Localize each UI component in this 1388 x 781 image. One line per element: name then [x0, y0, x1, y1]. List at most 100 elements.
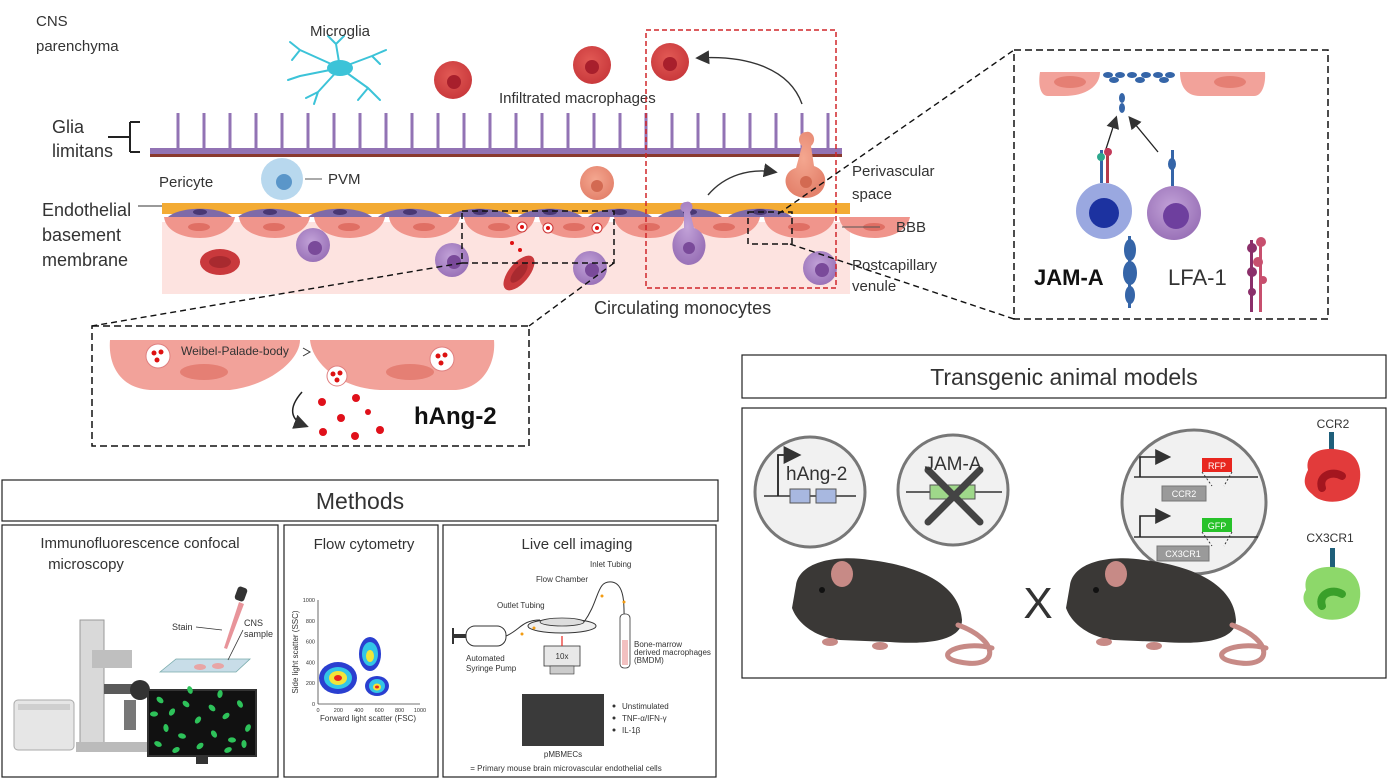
cns-label-line1: CNS: [36, 13, 68, 30]
bbb-label: BBB: [896, 219, 926, 236]
migration-arrow: [707, 163, 778, 196]
flow-y-tick: 1000: [303, 598, 315, 604]
flow-x-tick: 800: [395, 708, 404, 714]
syringe-label-line1: Automated: [466, 654, 505, 663]
macrophage-cell: [651, 43, 689, 81]
cell-population: [365, 676, 389, 696]
weibel-palade-body: [429, 346, 455, 372]
blood-vessel: [162, 203, 910, 294]
endothelial-cell: [239, 217, 310, 238]
jam-a-knockout: [896, 433, 1010, 547]
hang-2-transgene: [753, 435, 867, 549]
wpb-granules: [510, 221, 603, 252]
pericyte-cell: [378, 208, 442, 217]
jam-a-molecule-icon: [1123, 236, 1137, 308]
macrophage-cell: [573, 46, 611, 84]
pipette-icon: [224, 586, 248, 649]
flow-x-tick: 200: [334, 708, 343, 714]
mouse-icon: [1066, 558, 1269, 666]
cx3cr1-gene-label: CX3CR1: [1165, 549, 1201, 559]
cell-population: [359, 637, 381, 671]
cns-label-line2: parenchyma: [36, 38, 119, 55]
hang-2-transgene-label: hAng-2: [786, 464, 847, 485]
release-arrow: [292, 391, 309, 429]
binding-arrow: [1104, 115, 1119, 153]
stain-label: Stain: [172, 622, 193, 632]
reporter-construct: [1120, 428, 1268, 576]
methods-title: Methods: [316, 488, 404, 514]
flow-y-label: Side light scatter (SSC): [291, 610, 300, 693]
bmdm-label-line1: Bone-marrow: [634, 640, 682, 649]
glia-limitans-layer: [150, 113, 842, 157]
junction-icon: [302, 347, 312, 357]
flow-y-tick: 200: [306, 681, 315, 687]
methods-title-box: [1, 479, 719, 522]
gfp-label: GFP: [1208, 521, 1227, 531]
condition-item: IL-1β: [622, 726, 641, 735]
endothelial-cell: [464, 217, 535, 238]
monocyte-cell: [573, 251, 607, 285]
flow-title: Flow cytometry: [314, 536, 415, 553]
endothelial-label-line2: basement: [42, 225, 121, 245]
live-title: Live cell imaging: [522, 536, 633, 553]
exocytosing-wpb: [326, 365, 348, 387]
ccr2-rfp-cell: [1304, 432, 1361, 502]
flow-setup-icon: [452, 581, 631, 746]
endothelial-cell: [764, 217, 835, 238]
postcapillary-label-line1: Postcapillary: [852, 257, 938, 274]
immuno-title-line2: microscopy: [48, 556, 124, 573]
red-blood-cell: [503, 255, 535, 291]
pvm-cell: [261, 158, 303, 200]
flow-y-tick: 0: [312, 702, 315, 708]
objective-label: 10x: [556, 652, 569, 661]
endothelial-cell: [689, 217, 760, 238]
knockout-cross-icon: [924, 466, 984, 526]
cx3cr1-gfp-cell: [1303, 548, 1361, 620]
transmigrating-macrophage: [785, 131, 826, 198]
wpb-inset: Weibel-Palade-body hAng-2: [91, 262, 615, 447]
endothelial-cell: [164, 217, 235, 238]
pericyte-cell: [238, 208, 302, 217]
outlet-label: Outlet Tubing: [497, 601, 545, 610]
mouse-icon: [792, 558, 995, 666]
flow-y-tick: 400: [306, 660, 315, 666]
postcapillary-label-line2: venule: [852, 278, 896, 295]
red-blood-cell: [200, 249, 240, 275]
ccr2-cell-label: CCR2: [1317, 417, 1350, 431]
immuno-title-line1: Immunofluorescence confocal: [40, 535, 239, 552]
wpb-zoom-box: [461, 210, 615, 264]
sample-leader: [227, 629, 244, 661]
flow-x-label: Forward light scatter (FSC): [320, 714, 416, 723]
glia-label-line2: limitans: [52, 141, 113, 161]
monocyte-cell: [435, 243, 469, 277]
microglia-icon: [287, 35, 387, 105]
pericyte-label: Pericyte: [159, 174, 213, 191]
lfa-1-label: LFA-1: [1168, 265, 1227, 290]
flow-y-tick: 600: [306, 640, 315, 646]
glia-bracket: [108, 121, 140, 153]
flow-y-tick: 800: [306, 619, 315, 625]
flow-chamber-label: Flow Chamber: [536, 575, 588, 584]
hang-2-label: hAng-2: [414, 403, 497, 430]
monocyte-jam-a: [1147, 150, 1201, 240]
syringe-label-line2: Syringe Pump: [466, 664, 517, 673]
endothelial-label-line3: membrane: [42, 250, 128, 270]
monitor-icon: [147, 686, 257, 764]
pmbmecs-footnote: = Primary mouse brain microvascular endo…: [470, 764, 661, 773]
cns-sample-line2: sample: [244, 629, 273, 639]
conditions-list: Unstimulated TNF-α/IFN-γ IL-1β: [612, 702, 669, 735]
jam-a-junction: [1103, 72, 1175, 113]
zoom-line: [777, 49, 1015, 215]
jam-a-label: JAM-A: [1034, 265, 1104, 290]
monocyte-cell: [803, 251, 837, 285]
endothelial-cell: [389, 217, 460, 238]
slide-icon: [158, 658, 252, 673]
inlet-label: Inlet Tubing: [590, 560, 631, 569]
rfp-label: RFP: [1208, 461, 1226, 471]
transgenic-title: Transgenic animal models: [930, 364, 1198, 390]
ccr2-gene-label: CCR2: [1172, 489, 1197, 499]
flow-x-tick: 0: [316, 708, 319, 714]
cell-population: [319, 662, 357, 694]
